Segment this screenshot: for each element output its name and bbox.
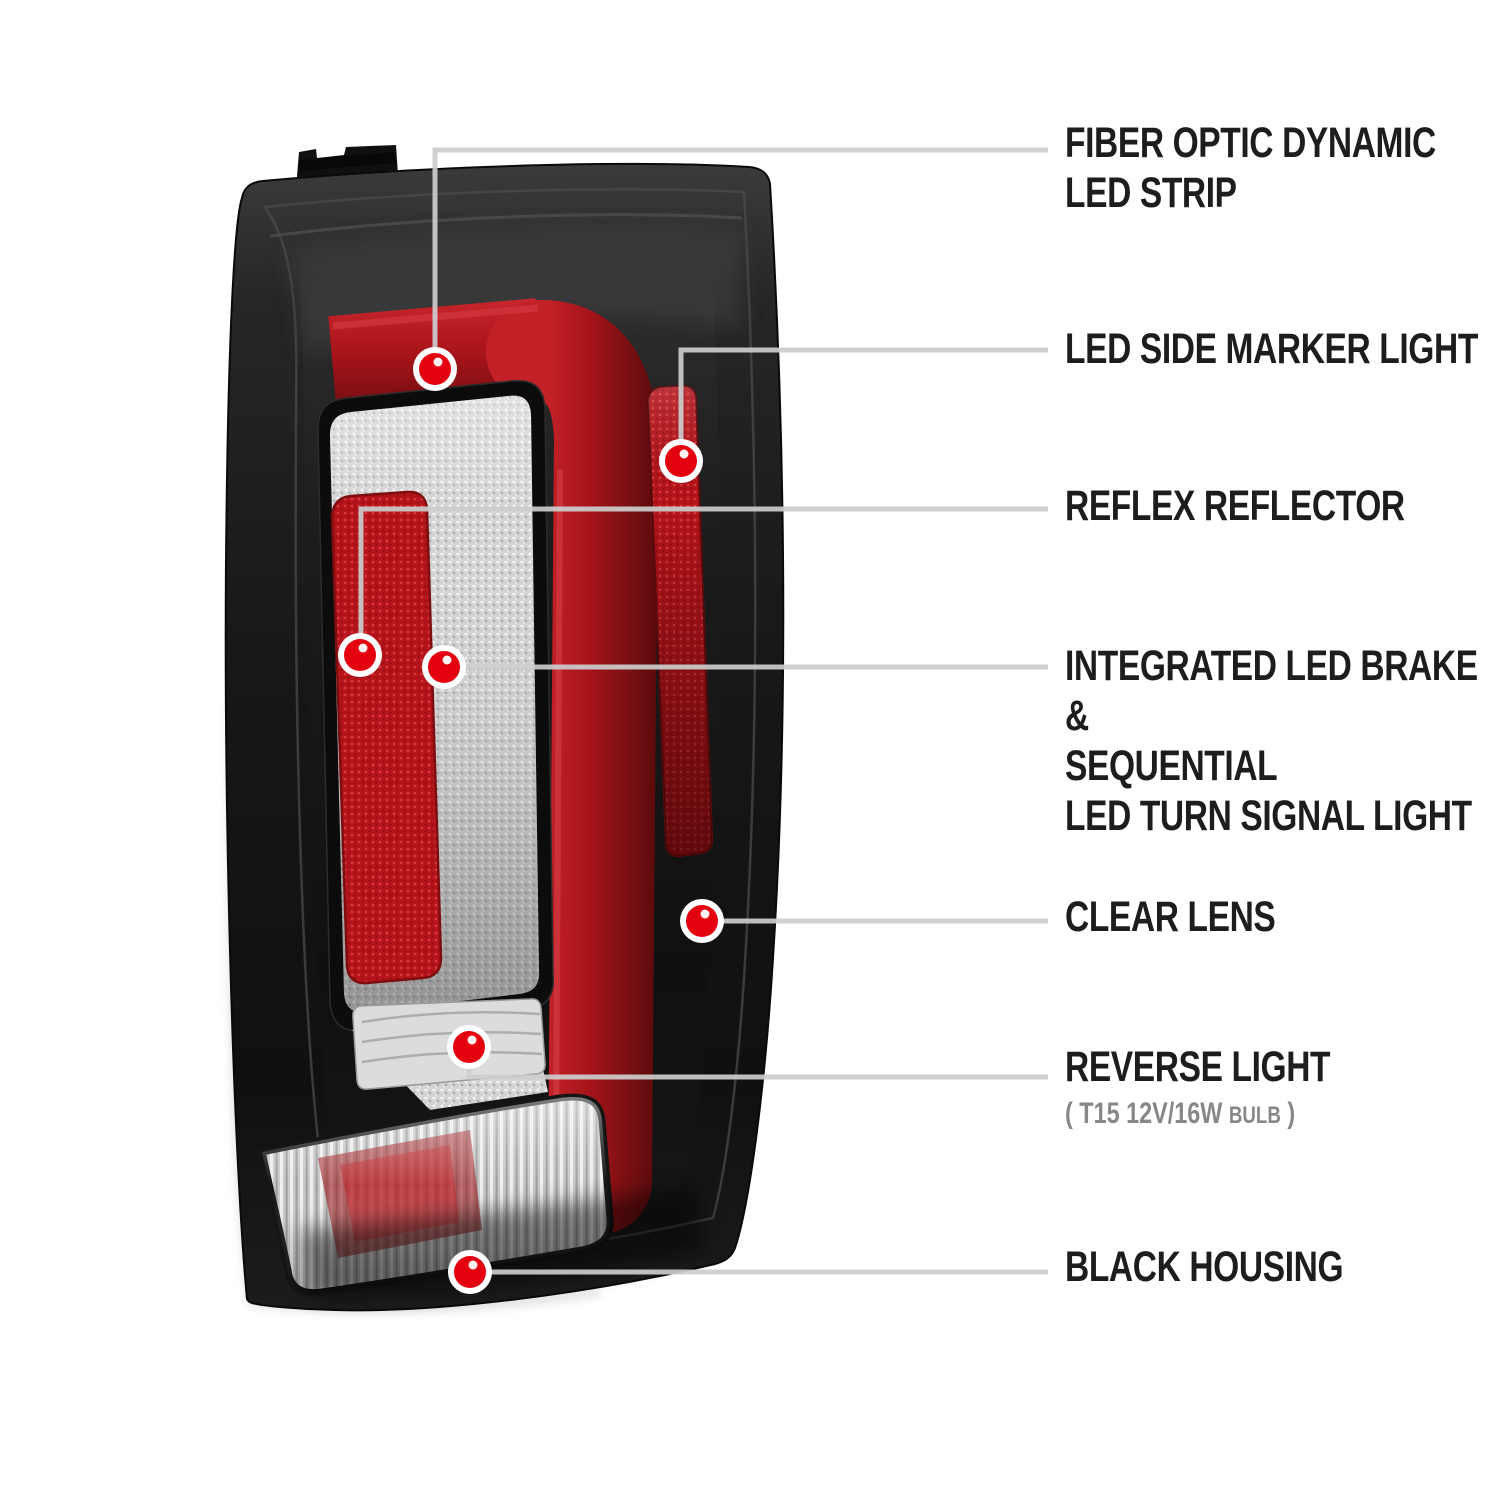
- bezel-inset-line: [262, 188, 757, 1265]
- callout-dot-black-housing: [448, 1250, 492, 1294]
- side-marker-shade: [648, 386, 713, 857]
- callout-dot-clear-lens: [680, 899, 724, 943]
- bezel-highlight-line: [269, 213, 743, 238]
- reverse-pocket-rib: [361, 1030, 542, 1044]
- callout-line-reflex-reflector: [358, 506, 1048, 638]
- label-line: REVERSE LIGHT: [1065, 1043, 1331, 1091]
- label-led-side-marker-light: LED SIDE MARKER LIGHT: [1065, 324, 1500, 374]
- label-line: SEQUENTIAL: [1065, 742, 1278, 790]
- red-tube-leg-highlight: [553, 469, 563, 1141]
- bulb-spec-prefix: ( T15 12V/16W: [1065, 1097, 1223, 1130]
- bulb-spec-bulb: BULB: [1228, 1102, 1281, 1129]
- callout-dots: [338, 347, 724, 1294]
- red-led-tube-leg: [486, 300, 659, 1234]
- label-line: &: [1065, 692, 1089, 740]
- inner-bottom-shadow: [300, 1185, 705, 1296]
- label-line: CLEAR LENS: [1065, 893, 1276, 941]
- label-black-housing: BLACK HOUSING: [1065, 1242, 1422, 1292]
- reverse-pocket-rib: [361, 1010, 541, 1024]
- mounting-bracket-shade: [299, 152, 396, 171]
- label-line: REFLEX REFLECTOR: [1065, 482, 1405, 530]
- label-bulb-spec: ( T15 12V/16W BULB ): [1065, 1096, 1330, 1134]
- callout-dot-reverse-light: [447, 1025, 491, 1069]
- label-clear-lens: CLEAR LENS: [1065, 892, 1335, 942]
- callout-line-fiber-optic: [432, 147, 1048, 352]
- label-reflex-reflector: REFLEX REFLECTOR: [1065, 481, 1500, 531]
- callout-line-side-marker: [678, 347, 1048, 444]
- callout-dot-reflex-reflector: [338, 633, 382, 677]
- callout-dot-side-marker: [659, 439, 703, 483]
- label-reverse-light: REVERSE LIGHT ( T15 12V/16W BULB ): [1065, 1042, 1405, 1134]
- reflex-reflector-lens: [330, 490, 443, 985]
- label-integrated-led-brake: INTEGRATED LED BRAKE & SEQUENTIAL LED TU…: [1065, 641, 1500, 841]
- label-line: LED STRIP: [1065, 169, 1237, 217]
- label-line: LED SIDE MARKER LIGHT: [1065, 325, 1478, 373]
- label-line: INTEGRATED LED BRAKE: [1065, 642, 1478, 690]
- label-line: BLACK HOUSING: [1065, 1243, 1344, 1291]
- label-line: LED TURN SIGNAL LIGHT: [1065, 792, 1472, 840]
- label-line: FIBER OPTIC DYNAMIC: [1065, 119, 1436, 167]
- callout-dot-integrated-brake: [422, 645, 466, 689]
- label-fiber-optic-led-strip: FIBER OPTIC DYNAMIC LED STRIP: [1065, 118, 1500, 218]
- callout-dot-fiber-optic: [413, 347, 457, 391]
- bulb-spec-suffix: ): [1287, 1097, 1296, 1130]
